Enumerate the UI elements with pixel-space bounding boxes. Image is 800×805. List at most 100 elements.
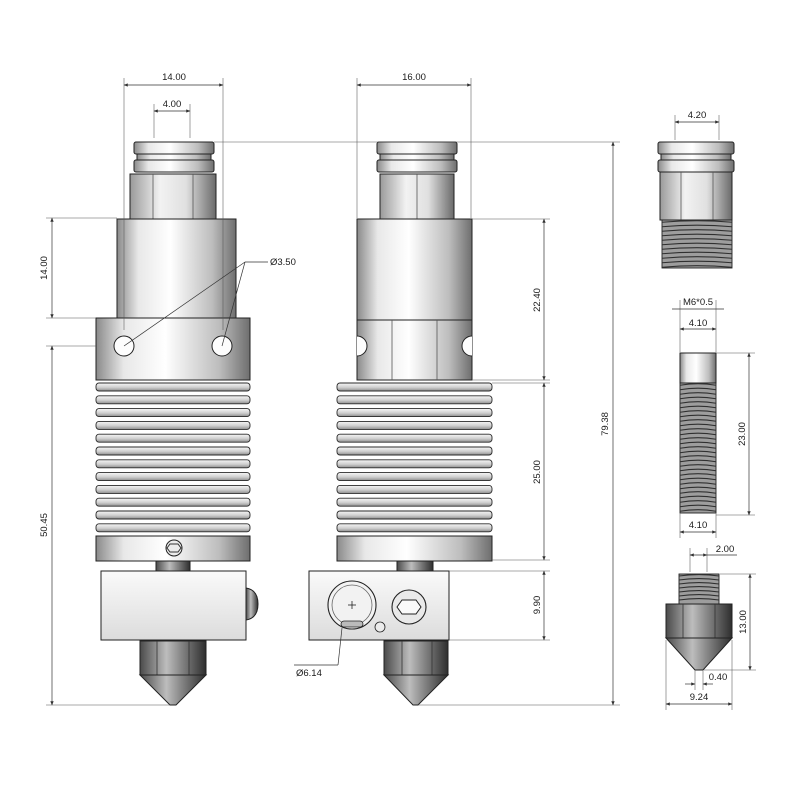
dim-top-width-left: 14.00 bbox=[162, 72, 186, 83]
heat-break-thread-crest bbox=[679, 414, 717, 418]
dim-heatsink-height: 25.00 bbox=[532, 460, 543, 484]
coupler-thread-crest bbox=[661, 256, 733, 259]
dim-hole-diameter: Ø3.50 bbox=[270, 257, 296, 268]
heat-break-thread-crest bbox=[679, 455, 717, 458]
left-heatsink-fin bbox=[95, 523, 251, 533]
coupler-thread bbox=[661, 219, 733, 269]
left-heatsink-fin bbox=[95, 484, 251, 494]
left-heatsink-fin bbox=[95, 395, 251, 405]
coupler-thread-crest bbox=[661, 260, 733, 264]
dim-heater-diameter: Ø6.14 bbox=[296, 668, 322, 679]
heat-break-thread-crest bbox=[679, 504, 717, 508]
left-heatsink-fin bbox=[95, 382, 251, 392]
nozzle-thread-crest bbox=[678, 598, 720, 601]
middle-heatsink-fin bbox=[336, 408, 493, 418]
middle-heatsink-fin bbox=[336, 433, 493, 443]
dim-thread-label: M6*0.5 bbox=[683, 297, 713, 308]
middle-heatsink-fin bbox=[336, 484, 493, 494]
left-heatsink-fin bbox=[95, 497, 251, 507]
dim-height-22-40: 22.40 bbox=[532, 288, 543, 312]
heat-break-thread-crest bbox=[679, 383, 717, 386]
left-heatsink-fin bbox=[95, 408, 251, 418]
left-heatsink-fin bbox=[95, 459, 251, 469]
heat-break-thread-crest bbox=[679, 486, 717, 490]
heat-break-thread-crest bbox=[679, 432, 717, 436]
dim-throat-length: 23.00 bbox=[737, 422, 748, 446]
left-heatsink-fin bbox=[95, 420, 251, 430]
heat-break-thread-crest bbox=[679, 446, 717, 449]
nozzle-detail bbox=[664, 573, 734, 671]
heat-break-thread-crest bbox=[679, 387, 717, 391]
nozzle-thread-crest bbox=[678, 594, 720, 597]
middle-heatsink-fin bbox=[336, 472, 493, 482]
dim-top-width-middle: 16.00 bbox=[402, 72, 426, 83]
middle-heatsink-fin bbox=[336, 523, 493, 533]
dim-height-14: 14.00 bbox=[39, 256, 50, 280]
heat-break-thread-crest bbox=[679, 495, 717, 499]
middle-heatsink-fin bbox=[336, 459, 493, 469]
left-hotend-view bbox=[95, 141, 259, 706]
heat-break-thread-crest bbox=[679, 401, 717, 404]
heat-break-thread-crest bbox=[679, 482, 717, 485]
dim-top-inner-left: 4.00 bbox=[163, 99, 182, 110]
dim-nozzle-thread: 2.00 bbox=[716, 544, 735, 555]
middle-heatsink-fin bbox=[336, 420, 493, 430]
heat-break-thread-crest bbox=[679, 428, 717, 431]
heat-break-thread-crest bbox=[679, 509, 717, 512]
middle-hotend-view bbox=[308, 141, 493, 706]
heat-break-thread-crest bbox=[679, 491, 717, 494]
coupler-thread-crest bbox=[661, 242, 733, 246]
dim-throat-bottom-width: 4.10 bbox=[689, 520, 708, 531]
nozzle-thread-crest bbox=[678, 590, 720, 593]
dim-height-50-45: 50.45 bbox=[39, 513, 50, 537]
heat-break-thread-crest bbox=[679, 468, 717, 472]
coupler-thread-crest bbox=[661, 238, 733, 241]
nozzle-thread-crest bbox=[678, 582, 720, 585]
heat-break-thread-crest bbox=[679, 437, 717, 440]
heat-break-thread-crest bbox=[679, 500, 717, 503]
nozzle-thread-crest bbox=[678, 574, 720, 577]
dim-coupler-width: 4.20 bbox=[688, 110, 707, 121]
heat-break-thread-crest bbox=[679, 405, 717, 409]
dim-nozzle-tip: 0.40 bbox=[709, 672, 728, 683]
heat-break-thread-crest bbox=[679, 459, 717, 463]
heat-break-thread-crest bbox=[679, 419, 717, 422]
middle-heatsink-fin bbox=[336, 510, 493, 520]
middle-heatsink-fin bbox=[336, 395, 493, 405]
coupler-thread-crest bbox=[661, 229, 733, 232]
heat-break-thread-crest bbox=[679, 441, 717, 445]
heat-break-thread-crest bbox=[679, 477, 717, 481]
dim-nozzle-width: 9.24 bbox=[690, 692, 709, 703]
nozzle-thread-crest bbox=[678, 578, 720, 581]
left-heatsink-fin bbox=[95, 433, 251, 443]
left-heatsink-fin bbox=[95, 446, 251, 456]
heat-break-thread-crest bbox=[679, 423, 717, 427]
left-heatsink-fins bbox=[95, 382, 251, 533]
dim-throat-top-width: 4.10 bbox=[689, 318, 708, 329]
coupler-detail bbox=[657, 141, 735, 269]
heat-break-thread-crest bbox=[679, 473, 717, 476]
heat-break-thread-crest bbox=[679, 450, 717, 454]
dim-height-total: 79.38 bbox=[600, 412, 611, 436]
coupler-thread-crest bbox=[661, 265, 733, 268]
heat-break-thread-crest bbox=[679, 392, 717, 395]
nozzle-thread-crest bbox=[678, 586, 720, 589]
nozzle-thread bbox=[678, 573, 720, 605]
dim-block-height: 9.90 bbox=[532, 596, 543, 615]
middle-heatsink-fins bbox=[336, 382, 493, 533]
heat-break-thread-crest bbox=[679, 464, 717, 467]
coupler-thread-crest bbox=[661, 233, 733, 237]
coupler-thread-crest bbox=[661, 251, 733, 255]
heat-break-thread-crest bbox=[679, 410, 717, 413]
dimension-labels: 14.00 4.00 16.00 4.20 14.00 Ø3.50 22.40 … bbox=[39, 72, 749, 703]
coupler-thread-crest bbox=[661, 220, 733, 223]
middle-heatsink-fin bbox=[336, 446, 493, 456]
coupler-thread-crest bbox=[661, 247, 733, 250]
coupler-thread-crest bbox=[661, 224, 733, 228]
dimension-lines bbox=[46, 78, 756, 710]
heat-break-thread bbox=[679, 382, 717, 514]
dim-nozzle-height: 13.00 bbox=[738, 610, 749, 634]
left-heatsink-fin bbox=[95, 472, 251, 482]
middle-heatsink-fin bbox=[336, 382, 493, 392]
